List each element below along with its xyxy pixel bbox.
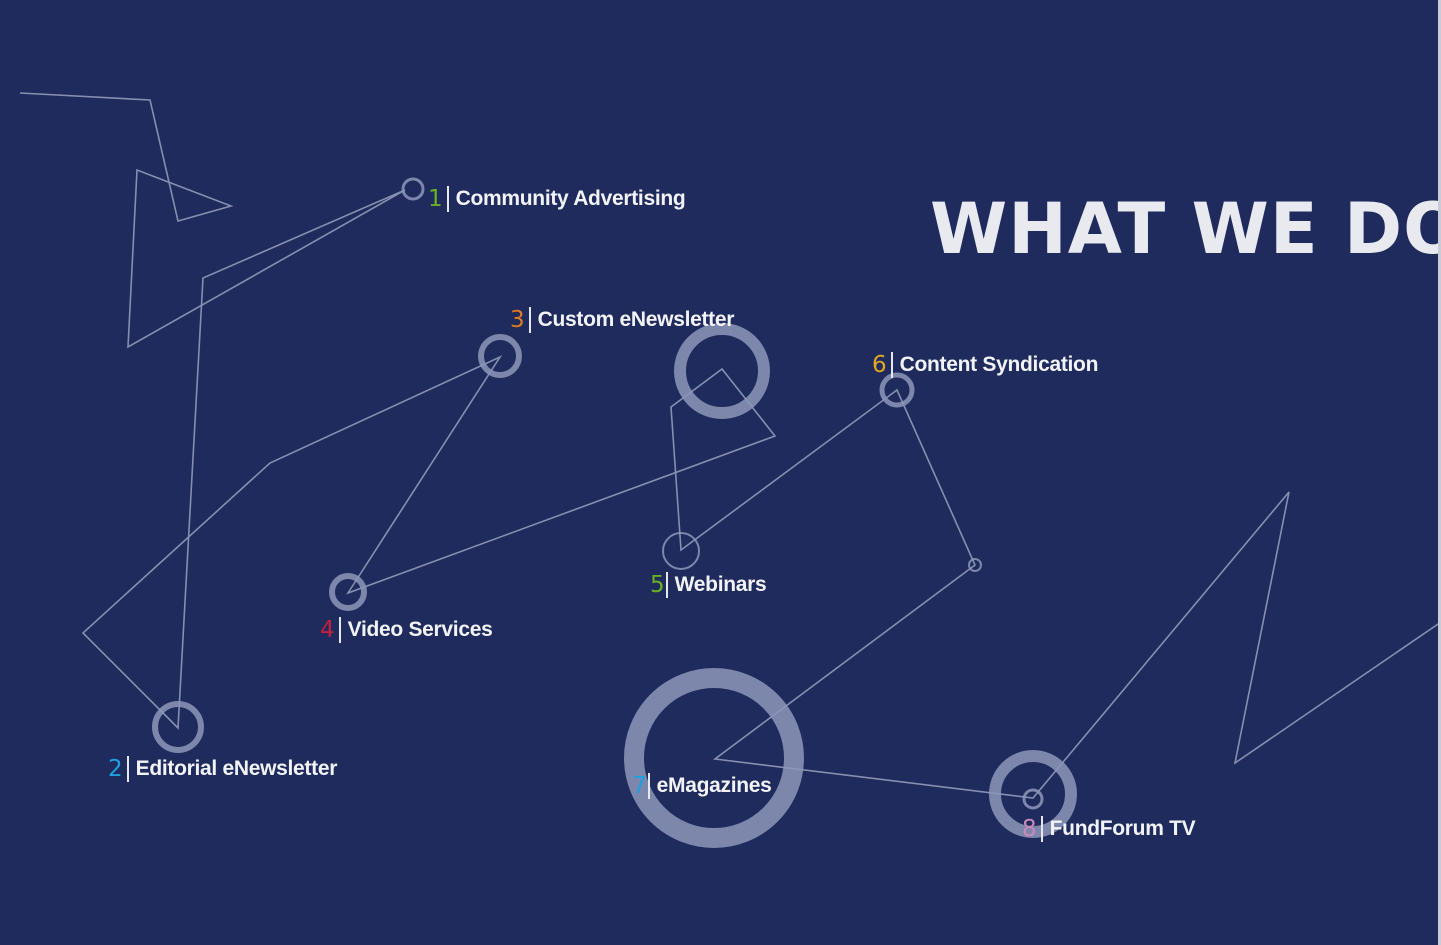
service-number: 4	[320, 617, 335, 643]
node-circle	[329, 573, 367, 611]
service-number: 5	[650, 572, 665, 598]
node-circle	[1022, 788, 1044, 810]
service-webinars[interactable]: 5 Webinars	[650, 570, 767, 600]
service-name: FundForum TV	[1049, 817, 1196, 840]
divider	[1040, 816, 1043, 842]
service-emagazines[interactable]: 7 eMagazines	[632, 771, 772, 801]
page-title: WHAT WE DO	[930, 188, 1441, 270]
service-video-services[interactable]: 4 Video Services	[320, 615, 493, 645]
constellation-line	[19, 92, 1441, 799]
service-name: Editorial eNewsletter	[135, 757, 338, 780]
service-number: 6	[872, 352, 887, 378]
service-name: Custom eNewsletter	[537, 308, 735, 331]
node-circle	[152, 701, 204, 753]
node-circle	[478, 334, 522, 378]
service-name: Webinars	[674, 573, 767, 596]
node-circle	[879, 372, 915, 408]
service-community-advertising[interactable]: 1 Community Advertising	[428, 184, 686, 214]
divider	[446, 186, 449, 212]
service-name: Video Services	[347, 618, 493, 641]
node-circle	[968, 558, 982, 572]
service-name: Content Syndication	[899, 353, 1099, 376]
service-fundforum-tv[interactable]: 8 FundForum TV	[1022, 814, 1196, 844]
node-circle	[989, 750, 1077, 838]
service-number: 2	[108, 756, 123, 782]
page-edge	[1438, 0, 1441, 945]
divider	[528, 307, 531, 333]
node-circle	[674, 323, 770, 419]
service-name: eMagazines	[656, 774, 772, 797]
divider	[890, 352, 893, 378]
service-content-syndication[interactable]: 6 Content Syndication	[872, 350, 1098, 380]
service-number: 3	[510, 307, 525, 333]
divider	[126, 756, 129, 782]
divider	[338, 617, 341, 643]
node-circle	[624, 668, 804, 848]
node-circle	[401, 177, 425, 201]
service-editorial-enewsletter[interactable]: 2 Editorial eNewsletter	[108, 754, 337, 784]
service-name: Community Advertising	[455, 187, 686, 210]
service-number: 1	[428, 186, 443, 212]
service-number: 7	[632, 773, 647, 799]
service-number: 8	[1022, 816, 1037, 842]
divider	[647, 773, 650, 799]
divider	[665, 572, 668, 598]
service-custom-enewsletter[interactable]: 3 Custom eNewsletter	[510, 305, 734, 335]
node-circle	[662, 532, 700, 570]
